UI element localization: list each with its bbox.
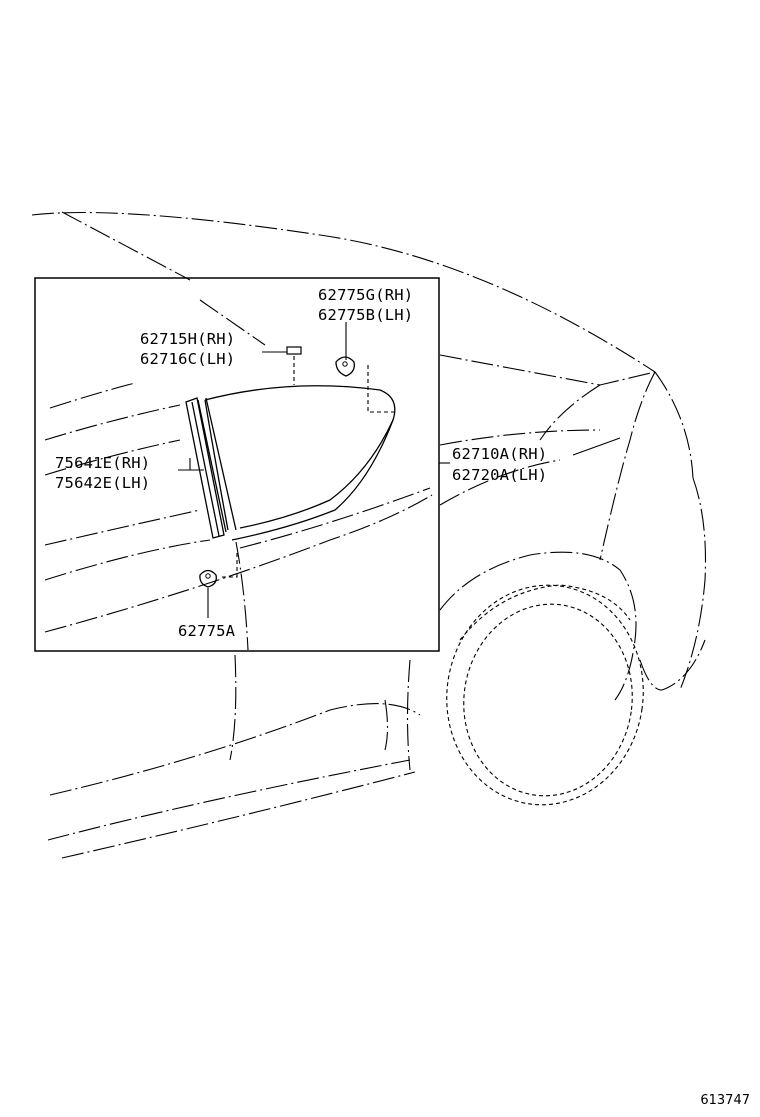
figure-number: 613747 xyxy=(700,1093,750,1108)
detail-body-lines xyxy=(44,299,433,651)
window-moulding xyxy=(185,397,237,539)
vehicle-body-outline xyxy=(31,211,707,859)
label-garnish-rh: 62710A(RH) xyxy=(452,445,547,463)
leader-lines xyxy=(178,322,621,618)
upper-clip xyxy=(335,356,395,413)
label-moulding-rh: 75641E(RH) xyxy=(55,454,150,472)
label-clip-upper-lh: 62775B(LH) xyxy=(318,306,413,324)
label-clip-lower: 62775A xyxy=(178,622,236,640)
quarter-window-garnish xyxy=(204,385,396,541)
detail-box xyxy=(34,277,440,652)
rear-wheel xyxy=(446,584,644,806)
cushion-part xyxy=(286,346,302,385)
label-cushion-lh: 62716C(LH) xyxy=(140,350,235,368)
lower-clip xyxy=(199,550,238,588)
label-clip-upper-rh: 62775G(RH) xyxy=(318,286,413,304)
label-moulding-lh: 75642E(LH) xyxy=(55,474,150,492)
label-cushion-rh: 62715H(RH) xyxy=(140,330,235,348)
label-garnish-lh: 62720A(LH) xyxy=(452,466,547,484)
